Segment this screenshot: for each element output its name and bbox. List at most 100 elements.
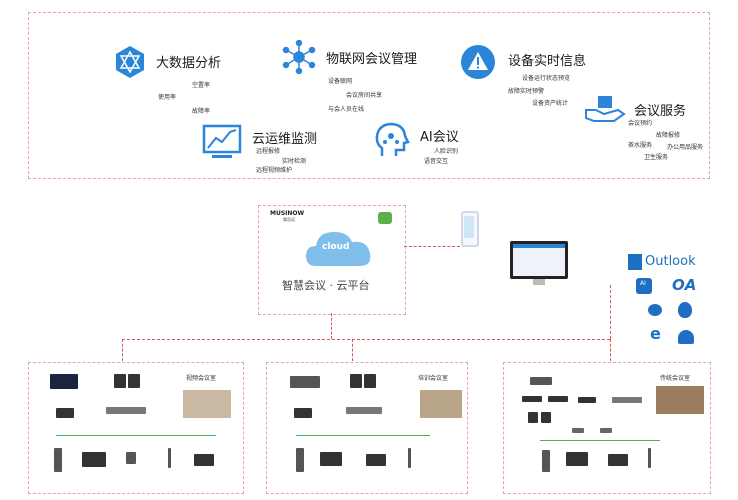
speaker-icon [528, 412, 538, 423]
microphone-device [54, 448, 62, 472]
meeting-item: 会议预约 [628, 120, 653, 127]
bigdata-item: 空置率 [192, 82, 211, 89]
connector-line [122, 339, 123, 361]
host-device [346, 407, 382, 414]
outlook-icon [628, 254, 642, 270]
bigdata-item: 使用率 [158, 94, 177, 101]
ops-item: 远程报修 [256, 148, 281, 155]
amplifier-device [522, 396, 542, 402]
ops-item: 实时检测 [282, 158, 307, 165]
brand-logo: MUSINOW [270, 210, 305, 217]
connector-line [610, 339, 611, 361]
ai-app-icon [636, 278, 652, 294]
ops-item: 远程视频维护 [256, 167, 293, 174]
warning-icon [461, 45, 495, 79]
meeting-item: 故障报修 [656, 132, 681, 139]
network-hexagon-icon [116, 46, 144, 78]
host-device [612, 397, 642, 403]
laptop-device [366, 454, 386, 466]
room-panel [266, 362, 468, 494]
amplifier-device [578, 397, 596, 403]
connector-line [404, 246, 460, 247]
microphone-device [542, 450, 550, 472]
ai-app-label: AI [640, 280, 646, 287]
microphone-device [408, 448, 411, 468]
realtime-title: 设备实时信息 [508, 54, 587, 69]
ai-item: 语音交互 [424, 158, 449, 165]
speaker-icon [364, 374, 376, 388]
receiver-device [572, 428, 584, 433]
meeting-photo [420, 390, 462, 418]
laptop-device [608, 454, 628, 466]
monitor-screen [513, 244, 565, 276]
room-title: 传统会议室 [658, 373, 693, 382]
iot-item: 与会人员在线 [328, 106, 365, 113]
outlook-label: Outlook [645, 254, 696, 269]
green-badge-icon [378, 212, 392, 224]
room-title: 培训会议室 [416, 373, 451, 382]
projector-device [290, 376, 320, 388]
ie-icon: e [650, 324, 661, 343]
meeting-item: 茶水服务 [628, 142, 653, 149]
bigdata-title: 大数据分析 [156, 56, 222, 71]
realtime-item: 故障实时预警 [508, 88, 545, 95]
iot-title: 物联网会议管理 [326, 52, 418, 67]
speaker-icon [541, 412, 551, 423]
oa-label: OA [672, 276, 697, 294]
brand-logo-sub: 舞思诺 [283, 217, 295, 222]
phone-screen [464, 216, 474, 238]
realtime-item: 设备资产统计 [532, 100, 569, 107]
cloud-label: cloud [322, 242, 350, 252]
camera-device [56, 408, 74, 418]
room-panel [28, 362, 244, 494]
microphone-device [648, 448, 651, 468]
ai-head-icon [375, 122, 410, 156]
speaker-icon [128, 374, 140, 388]
monitor-screen-bar [513, 244, 565, 248]
amplifier-device [548, 396, 568, 402]
connector-line [610, 285, 611, 339]
network-line [296, 435, 430, 436]
ops-title: 云运维监测 [252, 132, 318, 147]
monitor-chart-icon [202, 124, 242, 158]
hand-service-icon [585, 96, 626, 122]
network-line [540, 440, 660, 441]
realtime-item: 设备运行状态预览 [522, 75, 571, 82]
connector-line [331, 313, 332, 339]
meeting-photo [656, 386, 704, 414]
iot-item: 会议房间共享 [346, 92, 383, 99]
services-panel [28, 12, 710, 179]
iot-network-icon [282, 40, 316, 74]
laptop-device [194, 454, 214, 466]
ai-title: AI会议 [420, 130, 459, 145]
platform-title: 智慧会议 · 云平台 [282, 279, 370, 292]
meeting-item: 卫生服务 [644, 154, 669, 161]
microphone-device [168, 448, 171, 468]
tablet-device [320, 452, 342, 466]
ai-item: 人脸识别 [434, 148, 459, 155]
speaker-icon [114, 374, 126, 388]
host-device [294, 408, 312, 418]
monitor-stand [533, 279, 545, 285]
meeting-title: 会议服务 [634, 104, 687, 119]
connector-line [122, 339, 610, 340]
android-icon [678, 330, 694, 344]
apple-icon [678, 302, 692, 318]
host-device [106, 407, 146, 414]
bigdata-item: 故障率 [192, 108, 211, 115]
microphone-device [296, 448, 304, 472]
speaker-icon [350, 374, 362, 388]
network-line [56, 435, 216, 436]
meeting-item: 办公用品服务 [667, 144, 704, 151]
connector-line [352, 339, 353, 361]
cloud-icon [306, 232, 371, 266]
room-title: 视频会议室 [184, 373, 219, 382]
projector-device [530, 377, 552, 385]
display-screen [50, 374, 78, 389]
meeting-photo [183, 390, 231, 418]
tablet-device [126, 452, 136, 464]
chat-app-icon [648, 304, 662, 316]
tablet-device [82, 452, 106, 467]
tablet-device [566, 452, 588, 466]
receiver-device [600, 428, 612, 433]
